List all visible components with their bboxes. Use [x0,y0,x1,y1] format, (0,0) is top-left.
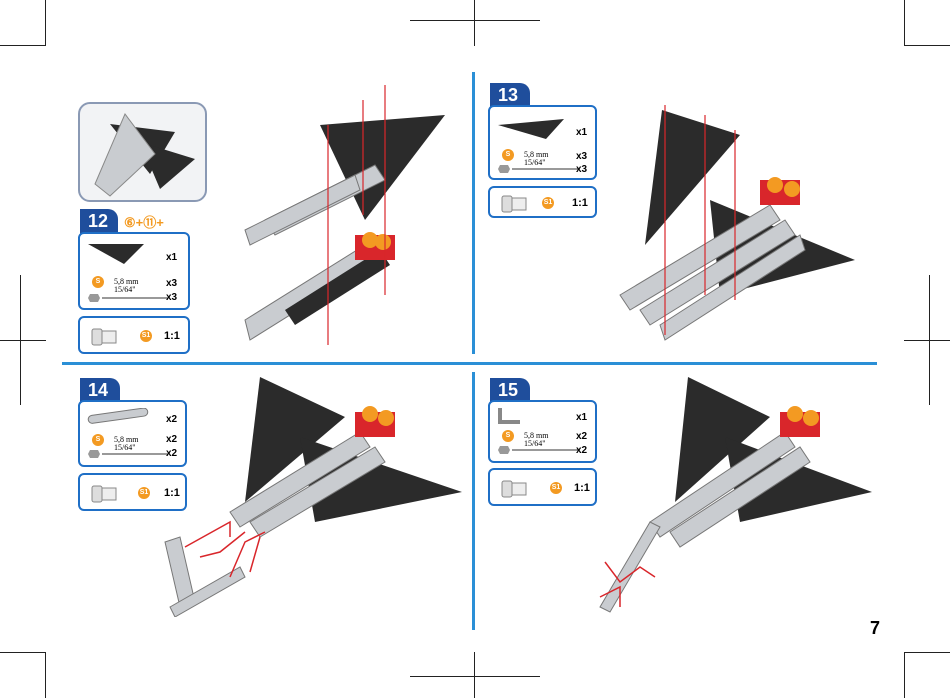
crop-mark [0,340,46,341]
screw-badge-icon: S [92,434,104,446]
tool-box: S1 1:1 [488,186,597,218]
crop-mark [45,0,46,46]
tool-badge-icon: S1 [550,482,562,494]
step-14-assembly-illustration [160,372,465,617]
scale-label: 1:1 [574,482,590,494]
triangle-plate-icon [496,113,566,139]
screwdriver-icon [500,193,530,215]
part-qty: x3 [576,164,587,175]
crop-mark [474,652,475,698]
crop-mark [904,0,905,46]
part-qty: x1 [576,412,587,423]
crop-mark [410,20,540,21]
triangle-plate-icon [86,240,146,266]
section-divider-vertical [472,372,475,630]
nut-icon [498,163,578,175]
preview-thumbnail [78,102,207,202]
prerequisite-steps: ⑥+⑪+ [124,212,164,231]
screw-badge-icon: S [92,276,104,288]
step-15-assembly-illustration [590,372,875,622]
tool-box: S1 1:1 [78,316,190,354]
crop-mark [0,652,46,653]
part-qty: x1 [166,252,177,263]
strip-icon [86,408,166,424]
nut-icon [88,292,168,304]
screw-badge-icon: S [502,149,514,161]
screw-badge-icon: S [502,430,514,442]
crop-mark [904,340,950,341]
part-qty: x3 [576,151,587,162]
section-divider-vertical [472,72,475,354]
crop-mark [410,676,540,677]
crop-mark [474,0,475,46]
screwdriver-icon [500,478,530,500]
crop-mark [904,652,905,698]
tool-badge-icon: S1 [138,487,150,499]
scale-label: 1:1 [164,330,180,342]
part-qty: x2 [576,431,587,442]
crop-mark [904,652,950,653]
screwdriver-icon [90,326,120,348]
crop-mark [0,45,46,46]
nut-icon [88,448,168,460]
step-number-tag: 12 [80,209,118,234]
section-divider-horizontal [62,362,877,365]
part-qty: x2 [576,445,587,456]
scale-label: 1:1 [572,197,588,209]
part-qty: x1 [576,127,587,138]
tool-badge-icon: S1 [542,197,554,209]
crop-mark [904,45,950,46]
part-qty: x3 [166,278,177,289]
page-number: 7 [870,618,880,639]
screwdriver-icon [90,483,120,505]
crop-mark [45,652,46,698]
part-qty: x3 [166,292,177,303]
step-12-assembly-illustration [225,70,465,355]
tool-badge-icon: S1 [140,330,152,342]
angle-bracket-icon [496,406,526,426]
preview-model-illustration [80,104,205,200]
nut-icon [498,444,578,456]
tool-box: S1 1:1 [488,468,597,506]
step-13-assembly-illustration [600,95,870,350]
